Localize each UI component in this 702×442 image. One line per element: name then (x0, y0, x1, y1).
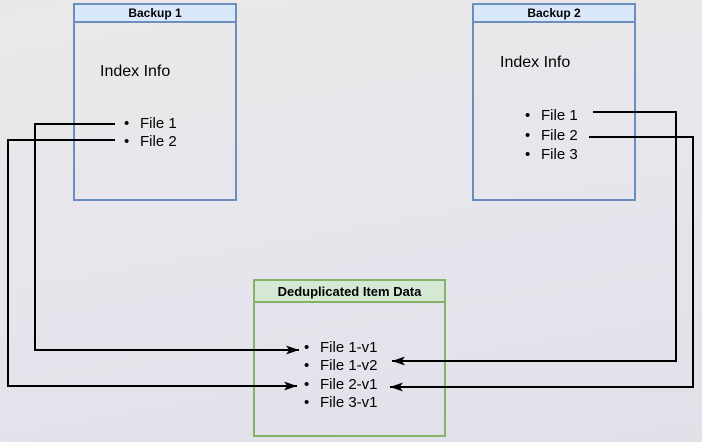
backup2-file-list: File 1File 2File 3 (525, 106, 578, 165)
list-item: File 2 (525, 126, 578, 146)
backup2-header: Backup 2 (474, 5, 634, 23)
list-item: File 2 (124, 133, 177, 151)
list-item: File 1 (525, 106, 578, 126)
backup2-index-info-label: Index Info (500, 54, 571, 71)
backup1-index-info-label: Index Info (100, 63, 171, 80)
list-item: File 2-v1 (304, 376, 378, 394)
list-item: File 1 (124, 115, 177, 133)
backup1-title: Backup 1 (128, 6, 182, 20)
dedup-header: Deduplicated Item Data (255, 281, 444, 303)
list-item: File 1-v2 (304, 357, 378, 375)
backup2-title: Backup 2 (527, 6, 581, 20)
backup1-header: Backup 1 (75, 5, 235, 23)
deduplicated-item-data-box: Deduplicated Item Data File 1-v1File 1-v… (253, 279, 446, 437)
list-item: File 3 (525, 145, 578, 165)
dedup-title: Deduplicated Item Data (277, 283, 422, 299)
backup2-box: Backup 2 Index Info File 1File 2File 3 (472, 3, 636, 201)
dedup-item-list: File 1-v1File 1-v2File 2-v1File 3-v1 (304, 339, 378, 412)
backup1-file-list: File 1File 2 (124, 115, 177, 151)
list-item: File 1-v1 (304, 339, 378, 357)
backup1-box: Backup 1 Index Info File 1File 2 (73, 3, 237, 201)
list-item: File 3-v1 (304, 394, 378, 412)
